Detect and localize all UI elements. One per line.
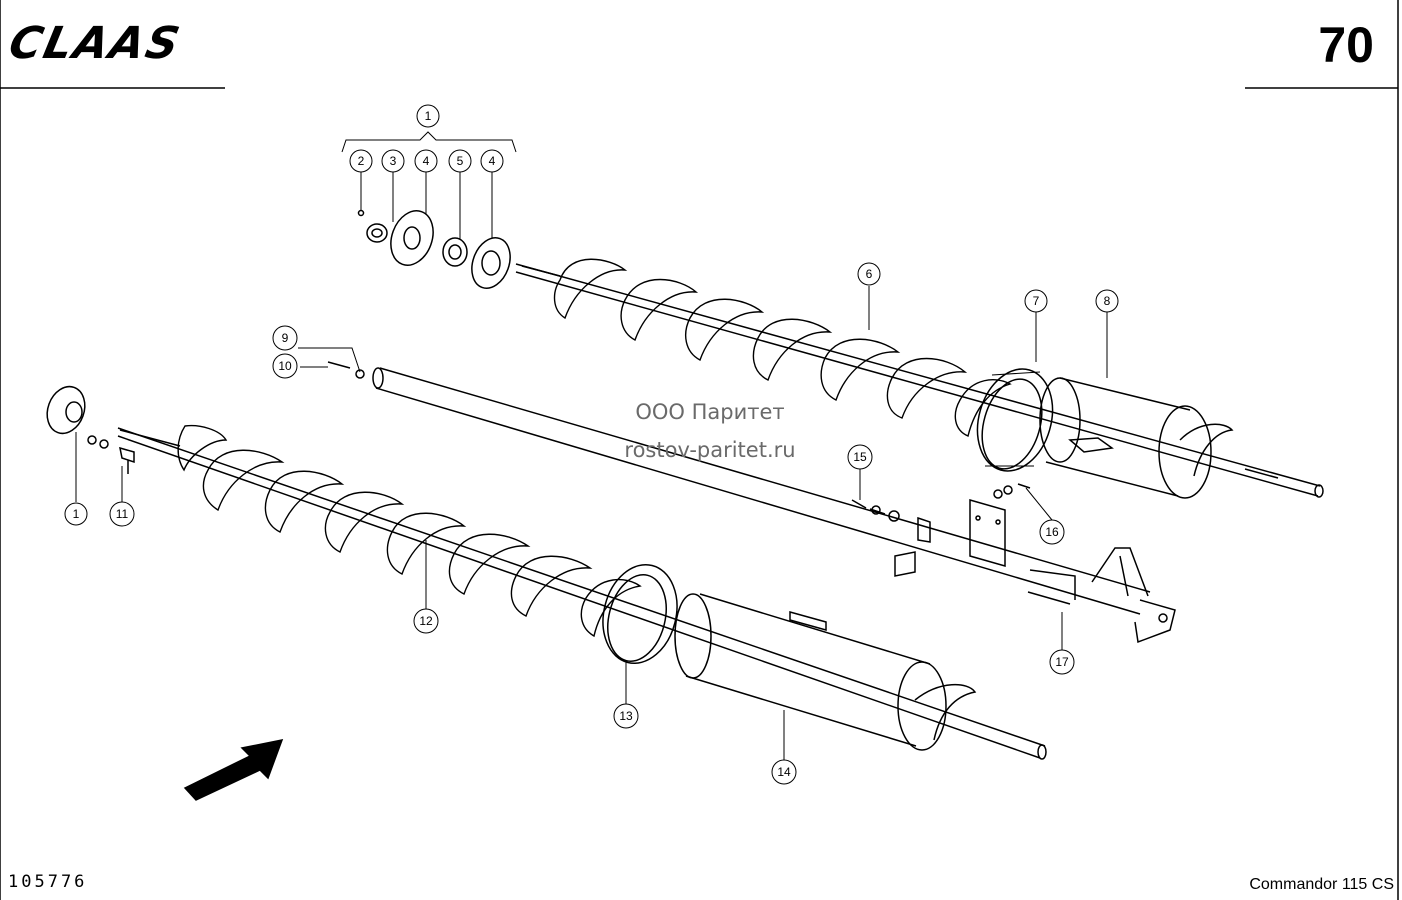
svg-text:4: 4 <box>489 154 496 168</box>
callout-4b: 4 <box>480 149 504 173</box>
callout-11: 11 <box>109 501 135 527</box>
callouts: 1 2 3 4 5 4 6 7 8 9 10 1 11 12 13 14 15 … <box>64 104 1119 785</box>
upper-collar <box>976 368 1054 472</box>
drawing-number: 105776 <box>8 872 88 892</box>
callout-bracket <box>341 131 517 153</box>
upper-bearing-parts <box>357 209 511 289</box>
lower-tube <box>674 593 977 751</box>
middle-bar <box>327 361 1176 644</box>
svg-text:13: 13 <box>619 709 633 723</box>
watermark-company: ООО Паритет <box>635 400 785 424</box>
frame-left-line <box>0 0 225 900</box>
callout-2: 2 <box>349 149 373 173</box>
lower-auger <box>46 385 1047 760</box>
callout-10: 10 <box>272 353 298 379</box>
callout-9: 9 <box>272 325 298 351</box>
svg-text:1: 1 <box>73 507 80 521</box>
svg-text:17: 17 <box>1055 655 1069 669</box>
leader-lines <box>75 171 1108 762</box>
svg-text:9: 9 <box>282 331 289 345</box>
svg-text:11: 11 <box>116 507 129 521</box>
page-number: 70 <box>1318 17 1374 73</box>
svg-text:3: 3 <box>390 154 397 168</box>
svg-text:7: 7 <box>1033 294 1040 308</box>
svg-text:8: 8 <box>1104 294 1111 308</box>
frame-right-line <box>1245 0 1399 900</box>
svg-text:2: 2 <box>358 154 365 168</box>
svg-text:6: 6 <box>866 267 873 281</box>
direction-arrow <box>183 739 284 801</box>
svg-text:14: 14 <box>777 765 791 779</box>
svg-text:1: 1 <box>425 109 432 123</box>
callout-4a: 4 <box>414 149 438 173</box>
callout-3: 3 <box>381 149 405 173</box>
svg-text:10: 10 <box>278 359 292 373</box>
callout-13: 13 <box>613 703 639 729</box>
svg-text:15: 15 <box>853 450 867 464</box>
upper-tube <box>1039 377 1234 499</box>
callout-5: 5 <box>448 149 472 173</box>
svg-text:4: 4 <box>423 154 430 168</box>
callout-1-left: 1 <box>64 502 88 526</box>
upper-auger <box>341 131 1324 499</box>
callout-15: 15 <box>847 444 873 470</box>
callout-14: 14 <box>771 759 797 785</box>
upper-auger-flights <box>553 258 1012 437</box>
callout-6: 6 <box>857 262 881 286</box>
lower-collar <box>602 563 678 665</box>
callout-8: 8 <box>1095 289 1119 313</box>
callout-7: 7 <box>1024 289 1048 313</box>
svg-text:5: 5 <box>457 154 464 168</box>
lower-auger-flights <box>177 424 642 638</box>
svg-text:12: 12 <box>419 614 433 628</box>
callout-1-top: 1 <box>416 104 440 128</box>
model-name: Commandor 115 CS <box>1249 876 1394 893</box>
brand-logo: CLAAS <box>4 18 186 69</box>
lower-bearing <box>46 385 135 474</box>
callout-12: 12 <box>413 608 439 634</box>
callout-16: 16 <box>1039 519 1065 545</box>
watermark-website: rostov-paritet.ru <box>624 438 796 462</box>
callout-17: 17 <box>1049 649 1075 675</box>
svg-text:16: 16 <box>1045 525 1059 539</box>
